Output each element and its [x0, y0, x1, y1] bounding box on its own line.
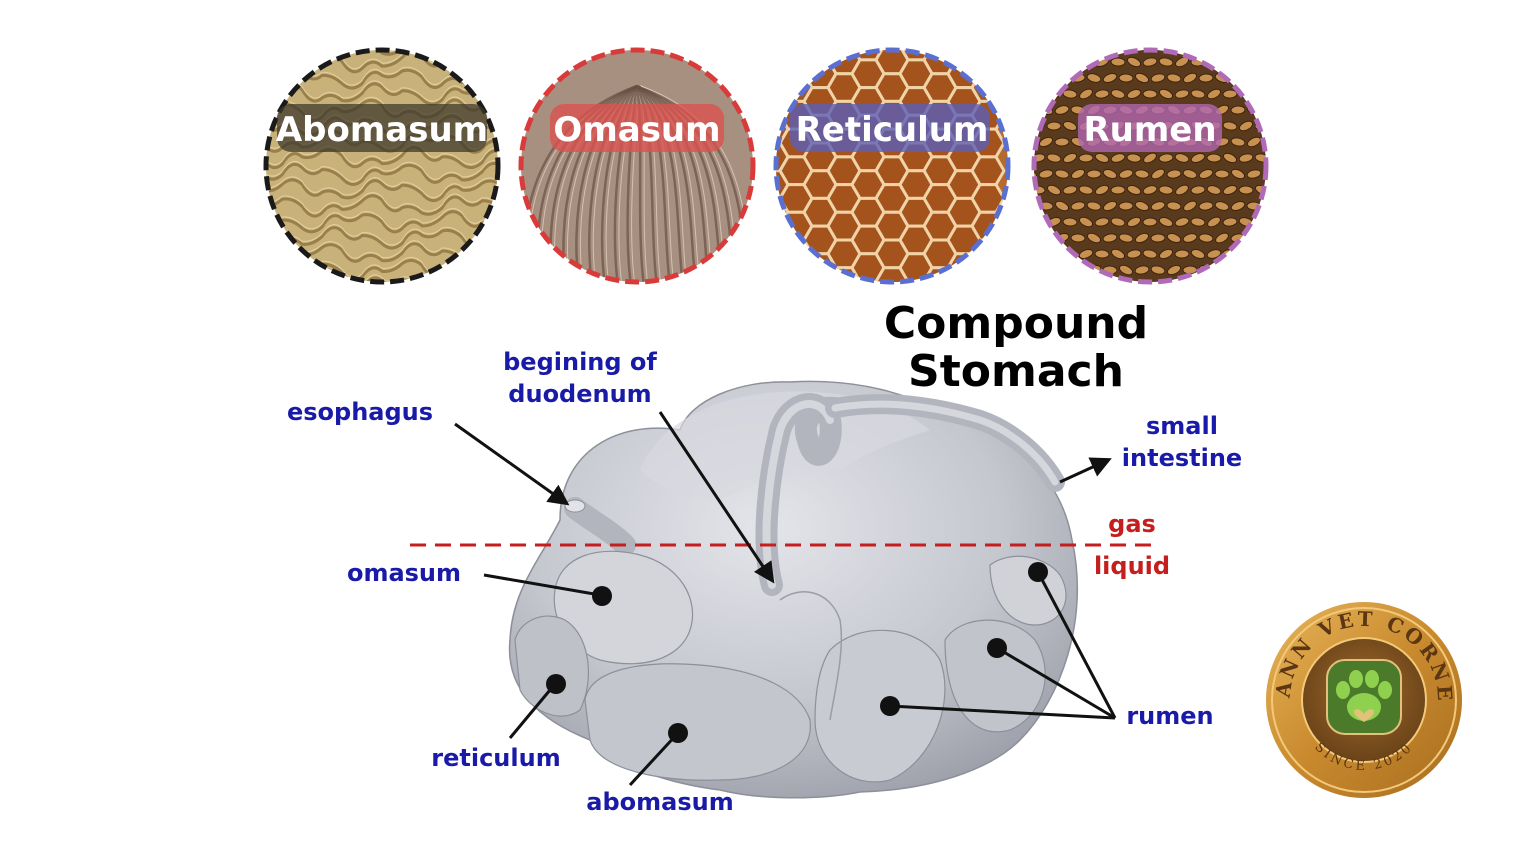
rumen-ring: [1031, 47, 1269, 285]
rumen-leader-3: [889, 704, 1116, 720]
omasum-texture-label: Omasum: [553, 110, 720, 150]
reticulum-ring: [773, 47, 1011, 285]
abomasum-dot: [668, 723, 688, 743]
rumen-dot-3: [880, 696, 900, 716]
label-omasum: omasum: [347, 559, 461, 587]
small-intestine-arrow: [1059, 457, 1112, 484]
rumen-texture-label: Rumen: [1083, 110, 1216, 150]
reticulum-texture-label: Reticulum: [796, 110, 989, 150]
label-small-intestine-2: intestine: [1122, 444, 1242, 472]
rumen-leader-2: [996, 646, 1116, 720]
reticulum-label-pill: [790, 104, 990, 152]
rumen-dot-1: [1028, 562, 1048, 582]
reticulum-dot: [546, 674, 566, 694]
rumen-texture-circle: Rumen: [1031, 47, 1269, 285]
omasum-dot: [592, 586, 612, 606]
heart-icon: [1354, 709, 1374, 722]
reticulum-leader: [508, 683, 557, 739]
abomasum-texture-circle: Abomasum: [263, 47, 501, 285]
rumen-dot-2: [987, 638, 1007, 658]
label-abomasum: abomasum: [586, 788, 733, 816]
esophagus-arrow: [454, 422, 570, 506]
label-rumen: rumen: [1126, 702, 1213, 730]
leader-dots: [546, 562, 1048, 743]
abomasum-leader: [628, 731, 680, 787]
reticulum-texture-circle: Reticulum: [773, 47, 1011, 285]
omasum-leader: [483, 573, 601, 597]
title-line-1: Compound: [884, 298, 1148, 349]
abomasum-texture-label: Abomasum: [276, 110, 488, 150]
label-liquid: liquid: [1094, 552, 1170, 580]
label-esophagus: esophagus: [287, 398, 433, 426]
title-line-2: Stomach: [908, 346, 1124, 397]
label-small-intestine-1: small: [1146, 412, 1218, 440]
duodenum-arrow: [658, 411, 775, 584]
omasum-ring: [518, 47, 756, 285]
leader-lines: [454, 411, 1117, 787]
paw-icon: [1326, 659, 1402, 735]
rumen-leader-1: [1036, 571, 1117, 719]
label-duodenum-1: begining of: [503, 348, 657, 376]
label-duodenum-2: duodenum: [508, 380, 651, 408]
abomasum-label-pill: [277, 104, 487, 152]
label-reticulum: reticulum: [431, 744, 560, 772]
omasum-texture-circle: Omasum: [518, 47, 756, 285]
omasum-label-pill: [550, 104, 724, 152]
label-gas: gas: [1108, 510, 1156, 538]
stomach-illustration: [508, 380, 1079, 799]
rumen-label-pill: [1078, 104, 1222, 152]
abomasum-ring: [263, 47, 501, 285]
